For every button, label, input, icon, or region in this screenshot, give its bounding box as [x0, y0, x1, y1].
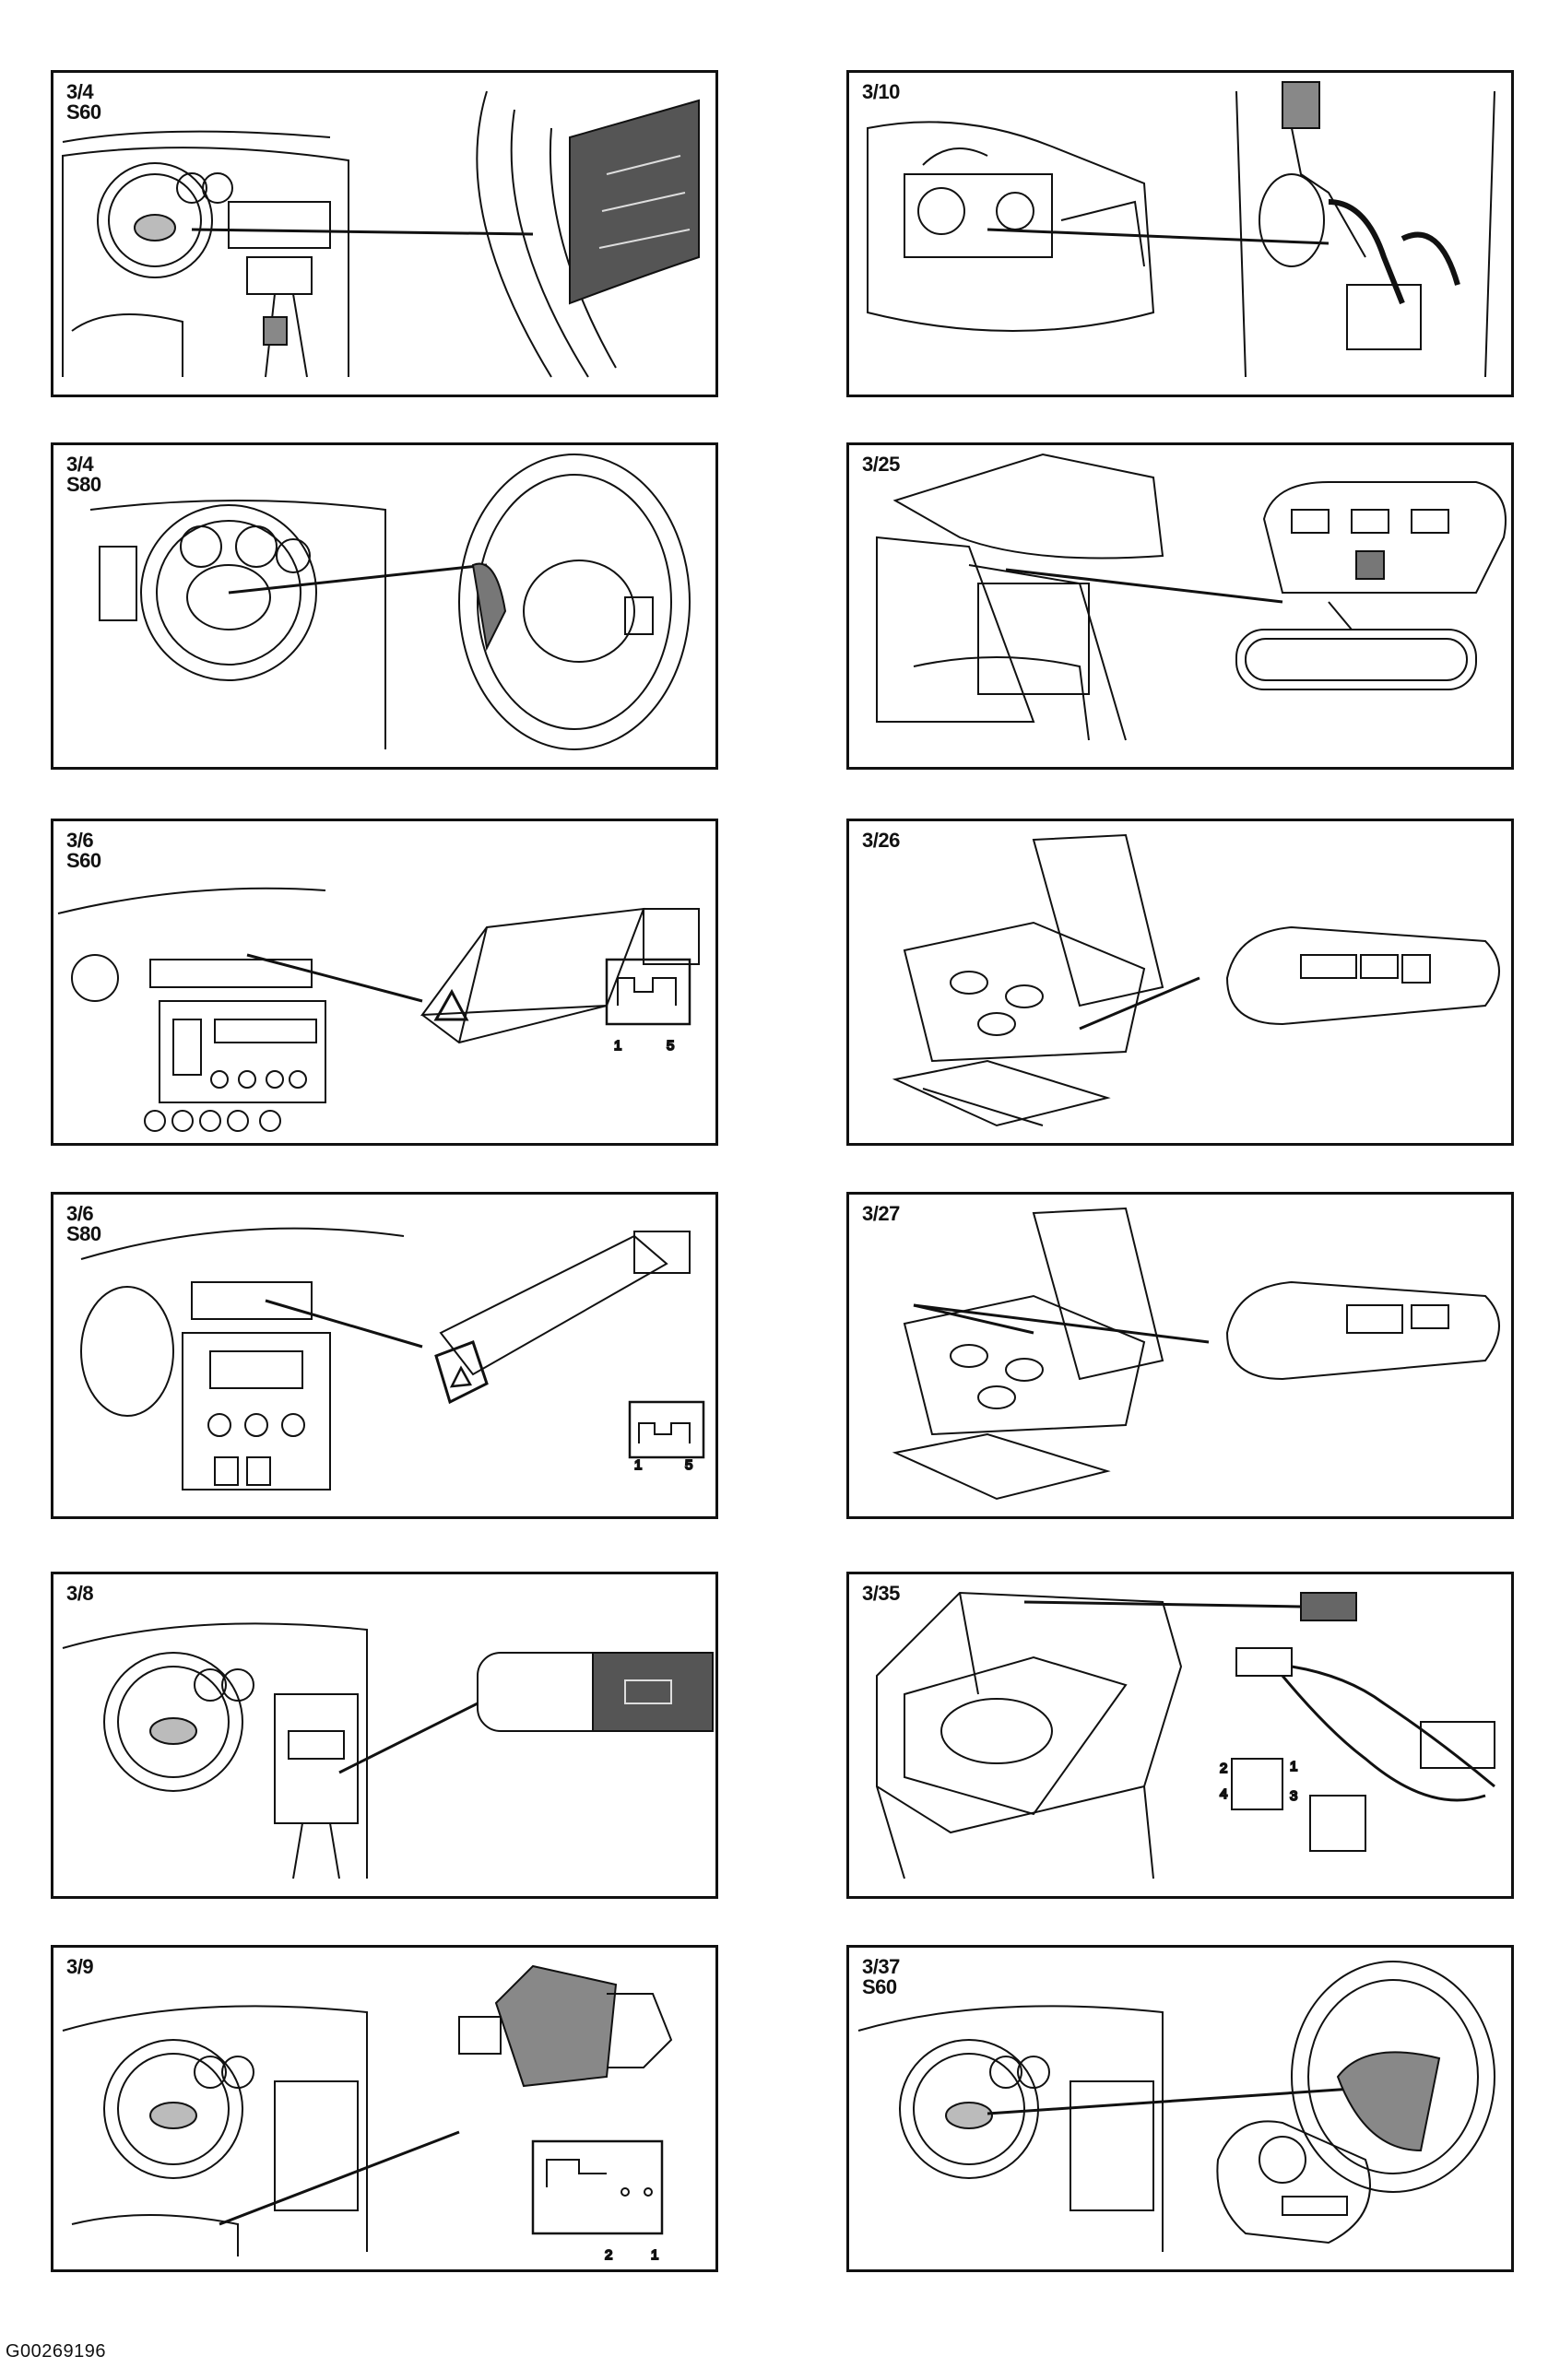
panel-3-37-s60: 3/37 S60 — [846, 1945, 1514, 2272]
panel-3-6-s60: 3/6 S60 1 5 — [51, 819, 718, 1146]
console-switch-illustration — [53, 1574, 715, 1896]
pin-label: 2 — [1220, 1761, 1227, 1776]
panel-code: 3/27 — [862, 1202, 900, 1225]
panel-3-4-s60: 3/4 S60 — [51, 70, 718, 397]
panel-model: S80 — [66, 1222, 101, 1245]
panel-code: 3/37 — [862, 1955, 900, 1978]
pin-label: 1 — [634, 1457, 642, 1473]
panel-label: 3/4 S80 — [66, 454, 101, 495]
panel-label: 3/6 S80 — [66, 1204, 101, 1244]
panel-3-35: 3/35 2 1 4 3 — [846, 1572, 1514, 1899]
panel-code: 3/4 — [66, 453, 94, 476]
panel-code: 3/8 — [66, 1582, 94, 1605]
steering-wheel-illustration — [53, 445, 715, 767]
panel-code: 3/26 — [862, 829, 900, 852]
panel-label: 3/27 — [862, 1204, 900, 1224]
panel-3-8: 3/8 — [51, 1572, 718, 1899]
pin-label: 1 — [614, 1038, 621, 1054]
pin-label: 1 — [651, 2247, 658, 2263]
interior-light-illustration — [849, 445, 1511, 767]
power-seat-switch-2-illustration — [849, 1195, 1511, 1516]
pin-label: 2 — [605, 2247, 612, 2263]
pin-label: 5 — [667, 1038, 674, 1054]
panel-code: 3/4 — [66, 80, 94, 103]
steering-wheel-module-illustration — [849, 1948, 1511, 2269]
engine-compartment-illustration — [849, 73, 1511, 395]
hazard-switch-s80-illustration: 1 5 — [53, 1195, 715, 1516]
panel-3-10: 3/10 — [846, 70, 1514, 397]
panel-label: 3/6 S60 — [66, 831, 101, 871]
pin-label: 3 — [1290, 1788, 1297, 1804]
panel-label: 3/10 — [862, 82, 900, 102]
panel-code: 3/25 — [862, 453, 900, 476]
pin-label: 1 — [1290, 1759, 1297, 1774]
panel-code: 3/6 — [66, 1202, 94, 1225]
panel-label: 3/25 — [862, 454, 900, 475]
panel-3-26: 3/26 — [846, 819, 1514, 1146]
panel-label: 3/35 — [862, 1584, 900, 1604]
panel-label: 3/4 S60 — [66, 82, 101, 123]
pin-label: 4 — [1220, 1786, 1227, 1802]
panel-code: 3/10 — [862, 80, 900, 103]
panel-3-27: 3/27 — [846, 1192, 1514, 1519]
pin-label: 5 — [685, 1457, 692, 1473]
hazard-switch-illustration: 1 5 — [53, 821, 715, 1143]
panel-code: 3/9 — [66, 1955, 94, 1978]
panel-model: S60 — [66, 100, 101, 124]
brake-light-switch-illustration: 2 1 — [53, 1948, 715, 2264]
trunk-light-illustration: 2 1 4 3 — [849, 1574, 1511, 1896]
panel-label: 3/37 S60 — [862, 1957, 900, 1997]
panel-label: 3/26 — [862, 831, 900, 851]
panel-3-4-s80: 3/4 S80 — [51, 442, 718, 770]
panel-code: 3/6 — [66, 829, 94, 852]
panel-model: S60 — [66, 849, 101, 872]
dashboard-overview-illustration — [53, 73, 715, 395]
panel-label: 3/9 — [66, 1955, 94, 1978]
panel-code: 3/35 — [862, 1582, 900, 1605]
power-seat-switch-illustration — [849, 821, 1511, 1143]
panel-model: S60 — [862, 1975, 897, 1998]
panel-3-6-s80: 3/6 S80 1 5 — [51, 1192, 718, 1519]
document-code: G00269196 — [6, 2341, 107, 2362]
panel-3-9: 3/9 2 1 — [51, 1945, 718, 2272]
panel-model: S80 — [66, 473, 101, 496]
panel-3-25: 3/25 — [846, 442, 1514, 770]
panel-label: 3/8 — [66, 1582, 94, 1605]
